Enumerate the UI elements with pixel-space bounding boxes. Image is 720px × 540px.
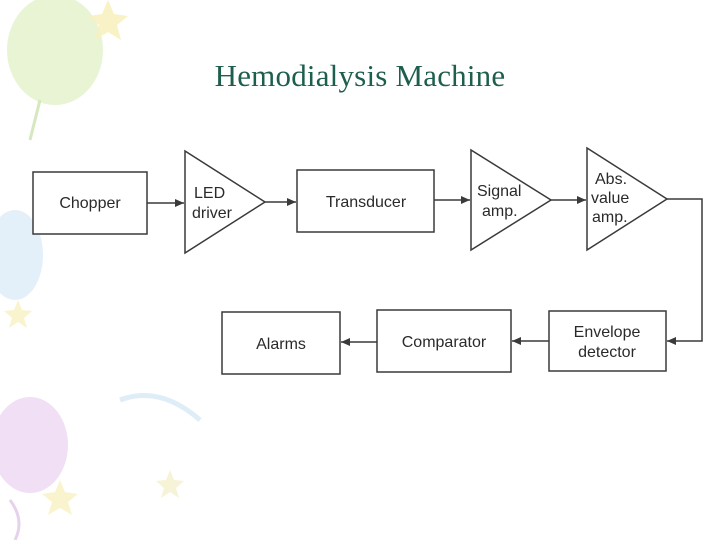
chopper-block: Chopper (32, 171, 148, 235)
signal-amp-label-line2: amp. (482, 203, 518, 220)
transducer-block: Transducer (296, 169, 435, 233)
slide-title: Hemodialysis Machine (214, 58, 506, 93)
abs-value-label-line1: Abs. (595, 171, 627, 188)
connector-abs-to-envelope (667, 198, 703, 345)
comparator-label: Comparator (402, 334, 487, 351)
abs-value-label-line2: value (591, 190, 629, 207)
led-driver-label-line2: driver (192, 205, 233, 222)
led-driver-block: LED driver (184, 149, 267, 255)
chopper-label: Chopper (59, 195, 121, 212)
alarms-label: Alarms (256, 336, 306, 353)
led-driver-label-line1: LED (194, 185, 225, 202)
alarms-block: Alarms (221, 311, 341, 375)
abs-value-label-line3: amp. (592, 209, 628, 226)
signal-amp-label-line1: Signal (477, 183, 521, 200)
envelope-label-line2: detector (578, 344, 636, 361)
comparator-block: Comparator (376, 309, 512, 373)
signal-amp-block: Signal amp. (470, 148, 553, 252)
envelope-detector-block: Envelope detector (548, 310, 667, 372)
abs-value-amp-block: Abs. value amp. (586, 146, 669, 252)
transducer-label: Transducer (326, 194, 407, 211)
envelope-label-line1: Envelope (574, 324, 641, 341)
